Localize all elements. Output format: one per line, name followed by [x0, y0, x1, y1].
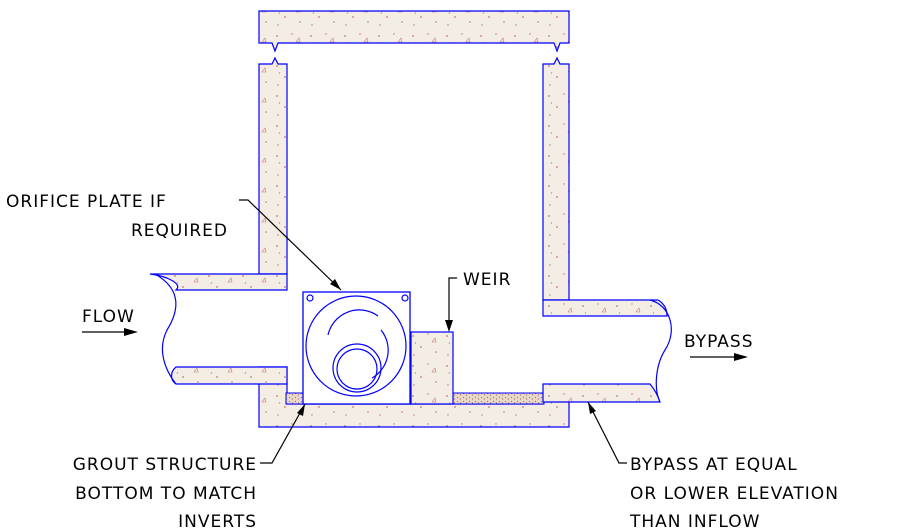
- bypass-arrowhead: [734, 353, 748, 361]
- orifice-leader: [239, 199, 342, 291]
- orifice-arrowhead: [330, 279, 341, 290]
- flow-label: FLOW: [82, 307, 135, 327]
- grout-leader: [260, 403, 306, 464]
- orifice-label-line1: ORIFICE PLATE IF: [6, 192, 167, 212]
- top-slab: [258, 10, 570, 53]
- weir-arrowhead: [445, 320, 453, 332]
- weir-label: WEIR: [463, 270, 511, 290]
- inflow-pipe-break: [154, 273, 177, 385]
- bypass-elev-leader: [587, 401, 627, 464]
- orifice-inner-arc-2: [371, 329, 389, 379]
- weir: [410, 331, 454, 405]
- inflow-pipe-bottom-wall: [170, 366, 288, 385]
- right-wall: [542, 56, 570, 301]
- bypass-label: BYPASS: [684, 332, 754, 352]
- grout-label-line1: GROUT STRUCTURE: [73, 455, 257, 475]
- bypass-pipe-top-wall: [542, 299, 668, 317]
- bypass-pipe-bottom-wall: [542, 383, 661, 403]
- grout-arrowhead: [297, 404, 305, 416]
- bolt-hole-right: [401, 294, 409, 302]
- bolt-hole-left: [306, 294, 314, 302]
- bypass-pipe-break: [649, 299, 672, 403]
- grout-label-line3: INVERTS: [178, 512, 257, 530]
- orifice-outer-ring: [305, 295, 407, 397]
- flow-arrowhead: [124, 328, 138, 336]
- orifice-opening-inner: [336, 348, 378, 390]
- orifice-plate: [302, 291, 411, 405]
- grout-label-line2: BOTTOM TO MATCH: [75, 484, 257, 504]
- bypass-elev-label-line1: BYPASS AT EQUAL: [630, 455, 798, 475]
- orifice-inner-arc: [327, 309, 379, 336]
- orifice-label-line2: REQUIRED: [131, 221, 228, 241]
- bypass-elev-label-line2: OR LOWER ELEVATION: [630, 484, 839, 504]
- weir-leader: [448, 277, 457, 325]
- left-wall: [258, 56, 288, 275]
- bypass-elev-label-line3: THAN INFLOW: [629, 512, 760, 530]
- orifice-opening: [332, 343, 382, 393]
- bypass-elev-arrowhead: [588, 402, 596, 414]
